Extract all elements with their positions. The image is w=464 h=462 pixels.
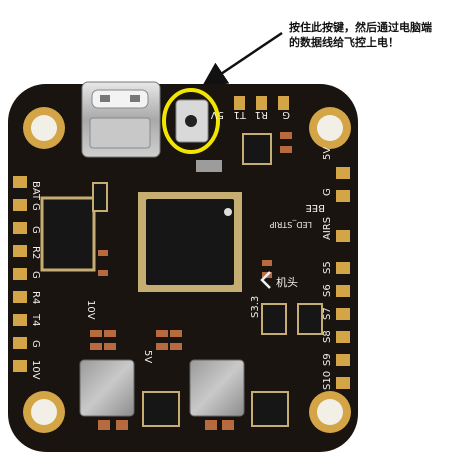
label-s5: S5	[322, 261, 333, 274]
label-10v-left: 10V	[30, 360, 41, 380]
label-s9: S9	[322, 353, 333, 366]
label-s33: S3.3	[250, 296, 261, 318]
label-s6: S6	[322, 284, 333, 297]
label-top-5v: 5V	[211, 109, 224, 120]
usb-c-connector	[81, 81, 161, 158]
label-right-g: G	[322, 188, 333, 196]
label-head: 机头	[276, 275, 298, 289]
inductors	[79, 359, 245, 417]
left-regulator-chip	[40, 196, 96, 272]
label-r4: R4	[30, 291, 41, 304]
label-top-g: G	[282, 109, 290, 120]
label-right-5v: 5V	[322, 147, 333, 160]
instruction-line-1: 按住此按键，然后通过电脑端	[289, 21, 432, 34]
label-g4: G	[30, 340, 41, 348]
instruction-annotation: 按住此按键，然后通过电脑端 的数据线给飞控上电！	[289, 20, 459, 50]
boot-button	[175, 99, 209, 143]
label-5v-mid: 5V	[142, 350, 153, 363]
label-s8: S8	[322, 330, 333, 343]
mounting-holes	[23, 107, 351, 433]
passive-components	[90, 132, 292, 430]
mcu-chip	[138, 192, 242, 292]
label-led-strip: LED_STRIP	[269, 220, 312, 229]
direction-chevron	[260, 271, 271, 289]
label-g2: G	[30, 226, 41, 234]
button-highlight-circle	[162, 88, 220, 154]
label-10v-mid: 10V	[85, 300, 96, 320]
left-pads	[13, 176, 27, 372]
label-top-r1: R1	[255, 109, 268, 120]
right-pads	[336, 167, 350, 389]
label-top-t1: T1	[234, 109, 247, 120]
silkscreen-labels: BAT G G R2 G R4 T4 G 10V 10V 5V 5V T1 R1…	[30, 109, 333, 390]
label-s7: S7	[322, 307, 333, 320]
small-chips	[92, 133, 323, 427]
instruction-line-2: 的数据线给飞控上电！	[289, 36, 399, 49]
annotation-arrow	[201, 31, 283, 87]
label-t4: T4	[30, 313, 41, 326]
label-r2: R2	[30, 246, 41, 259]
top-pads	[234, 96, 289, 110]
label-airs: AIRS	[322, 217, 333, 240]
label-g3: G	[30, 271, 41, 279]
label-g1: G	[30, 203, 41, 211]
label-s10: S10	[322, 371, 333, 390]
label-bee: BEE	[306, 202, 326, 213]
label-bat: BAT	[30, 181, 41, 201]
